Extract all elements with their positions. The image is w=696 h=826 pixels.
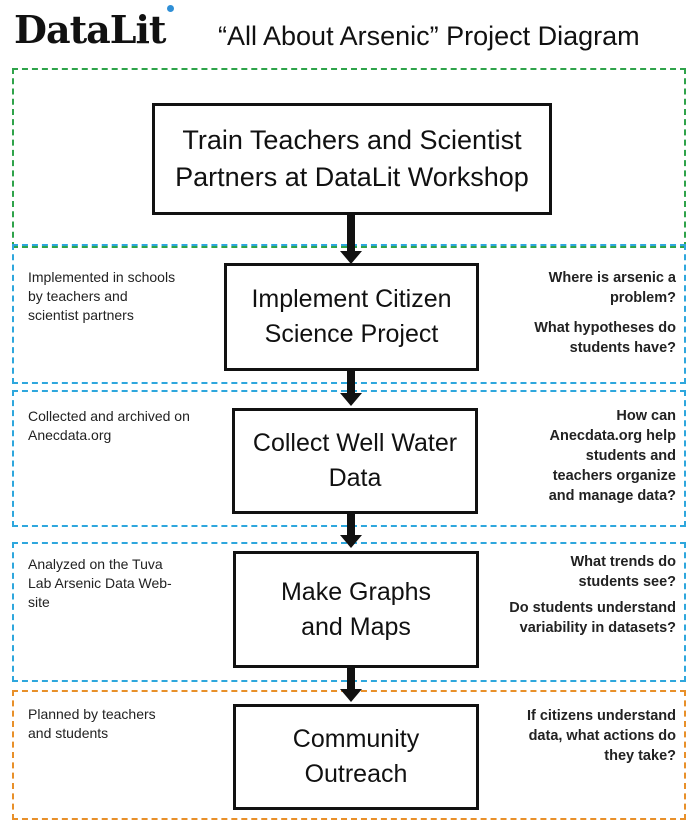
arrow-down-icon bbox=[340, 368, 362, 408]
question-text: How can Anecdata.org help students and t… bbox=[548, 408, 676, 504]
diagram-header: DataLit “All About Arsenic” Project Diag… bbox=[10, 5, 686, 54]
step-box-collect: Collect Well Water Data bbox=[232, 408, 478, 514]
arrow-down-icon bbox=[340, 214, 362, 266]
collect-note: Collected and archived on Anecdata.org bbox=[28, 408, 190, 443]
outreach-note: Planned by teachers and students bbox=[28, 706, 156, 741]
step-label: Collect Well Water Data bbox=[252, 429, 458, 492]
datalit-logo: DataLit bbox=[14, 7, 166, 52]
step-box-graphs: Make Graphs and Maps bbox=[233, 551, 479, 668]
question-text: If citizens understand data, what action… bbox=[526, 708, 676, 764]
step-box-implement: Implement Citizen Science Project bbox=[224, 263, 479, 371]
question-text: What hypotheses do students have? bbox=[534, 320, 676, 356]
step-label: Train Teachers and Scientist Partners at… bbox=[175, 125, 529, 192]
arrow-down-icon bbox=[340, 666, 362, 704]
step-label: Implement Citizen Science Project bbox=[251, 285, 452, 348]
step-box-train: Train Teachers and Scientist Partners at… bbox=[152, 103, 552, 215]
arrow-down-icon bbox=[340, 512, 362, 550]
step-label: Make Graphs and Maps bbox=[280, 577, 432, 641]
question-text: What trends do students see? bbox=[570, 554, 676, 590]
step-label: Community Outreach bbox=[292, 725, 420, 788]
step-box-outreach: Community Outreach bbox=[233, 704, 479, 810]
logo-accent-dot bbox=[167, 5, 174, 12]
question-text: Where is arsenic a problem? bbox=[548, 270, 676, 306]
question-text: Do students understand variability in da… bbox=[509, 600, 676, 636]
diagram-title: “All About Arsenic” Project Diagram bbox=[218, 21, 640, 51]
implement-note: Implemented in schools by teachers and s… bbox=[28, 269, 176, 323]
graphs-note: Analyzed on the Tuva Lab Arsenic Data We… bbox=[28, 556, 172, 610]
